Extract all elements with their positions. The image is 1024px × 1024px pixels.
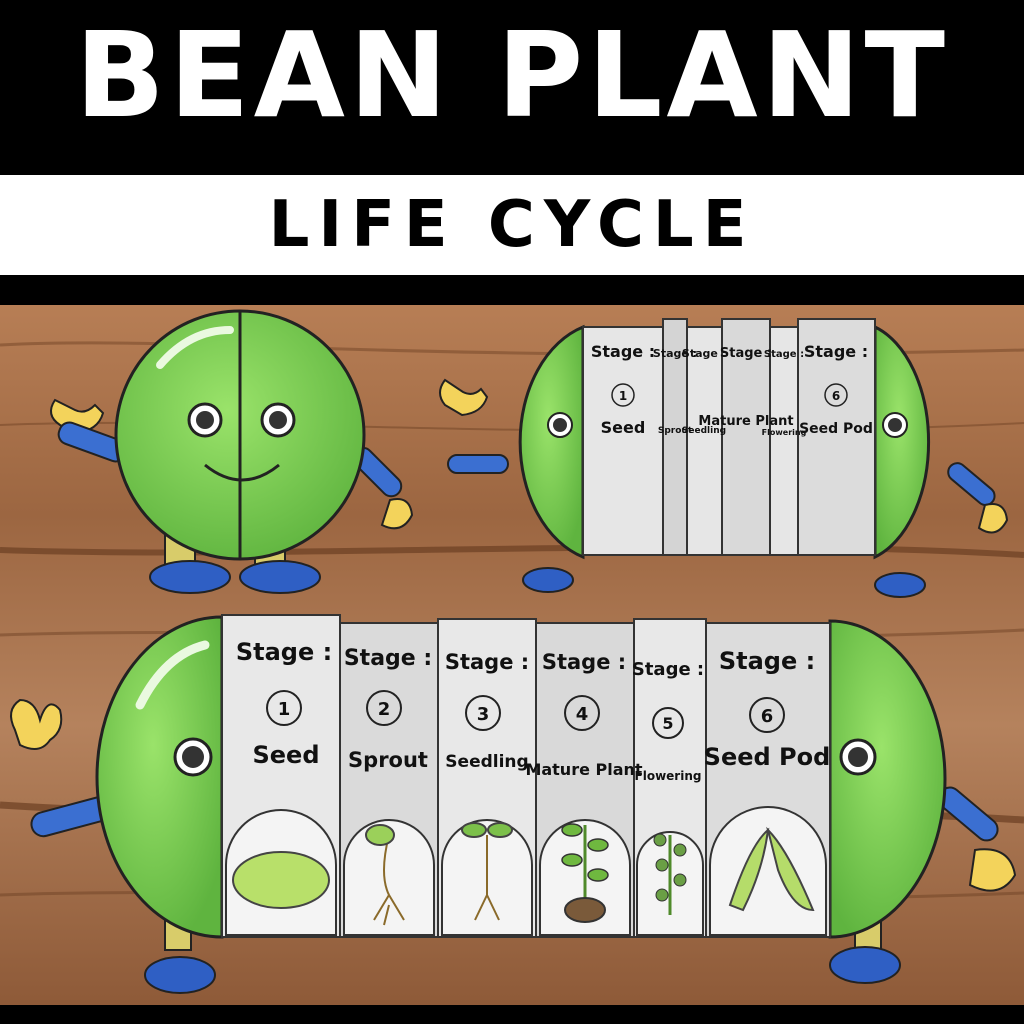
mature-plant-icon [561, 823, 609, 923]
stage-number: 5 [662, 714, 673, 733]
hand-icon [977, 503, 1009, 534]
small-panel-labels: Stage : 1 Seed Stage : Sprout Stage : Se… [591, 342, 873, 437]
shoe-icon [239, 560, 321, 594]
seedling-icon [461, 822, 513, 921]
stage-label: Stage : [719, 647, 815, 675]
stage-label: Stage : [542, 650, 626, 674]
small-foldout-panels [582, 318, 876, 556]
stage-name: Mature Plant [698, 414, 793, 429]
shoe-icon [874, 572, 926, 598]
stage-label: Stage : [236, 638, 332, 666]
bean-seed-icon [232, 851, 330, 909]
stage-number: 1 [619, 389, 627, 403]
stage-name: Sprout [658, 426, 693, 436]
stage-name: Flowering [635, 769, 702, 783]
bean-character-small-open [439, 324, 1009, 598]
stage-name: Seed Pod [704, 743, 831, 771]
stage-name: Sprout [348, 748, 428, 772]
title-band: BEAN PLANT [0, 0, 1024, 150]
hand-icon [968, 848, 1017, 892]
stage-label: Stage : [764, 349, 804, 360]
bottom-border [0, 1012, 1024, 1024]
page-title: BEAN PLANT [75, 6, 949, 144]
stage-label: Stage : [344, 646, 432, 671]
seed-pod-icon [728, 826, 815, 912]
craft-photo-svg: Stage : 1 Seed Stage : Sprout Stage : Se… [0, 305, 1024, 1005]
stage-label: Stage : [653, 347, 697, 360]
bean-character-large-open [10, 615, 1017, 994]
large-panel-labels: Stage : 1 Seed Stage : 2 Sprout Stage : … [236, 638, 831, 783]
shoe-icon [522, 567, 574, 593]
shoe-icon [144, 956, 216, 994]
flowering-plant-icon [653, 833, 687, 915]
shoe-icon [149, 560, 231, 594]
stage-label: Stage : [445, 650, 529, 674]
stage-number: 2 [378, 699, 391, 720]
stage-label: Stage : [591, 342, 655, 361]
stage-number: 4 [576, 704, 589, 725]
bean-character-closed [50, 309, 414, 594]
stage-label: Stage : [632, 659, 704, 680]
stage-number: 6 [761, 706, 774, 727]
page-subtitle: LIFE CYCLE [268, 188, 756, 262]
shoe-icon [829, 946, 901, 984]
stage-label: Stage : [682, 347, 726, 360]
stage-name: Flowering [762, 428, 807, 437]
subtitle-band: LIFE CYCLE [0, 175, 1024, 275]
waving-hand-icon [10, 698, 63, 750]
stage-name: Seed Pod [799, 421, 873, 437]
stage-number: 6 [832, 389, 840, 403]
waving-hand-icon [439, 378, 489, 417]
large-foldout-panels [221, 614, 831, 938]
stage-label: Stage : [804, 342, 868, 361]
stage-number: 3 [477, 704, 490, 725]
stage-name: Seed [601, 418, 646, 437]
stage-name: Seed [252, 741, 319, 769]
craft-photo: Stage : 1 Seed Stage : Sprout Stage : Se… [0, 305, 1024, 1005]
stage-label: Stage : [720, 346, 772, 361]
stage-number: 1 [278, 699, 291, 720]
stage-name: Seedling [445, 752, 528, 772]
sprout-icon [365, 824, 405, 926]
hand-icon [380, 498, 414, 530]
stage-name: Seedling [682, 426, 726, 436]
stage-name: Mature Plant [525, 760, 642, 779]
